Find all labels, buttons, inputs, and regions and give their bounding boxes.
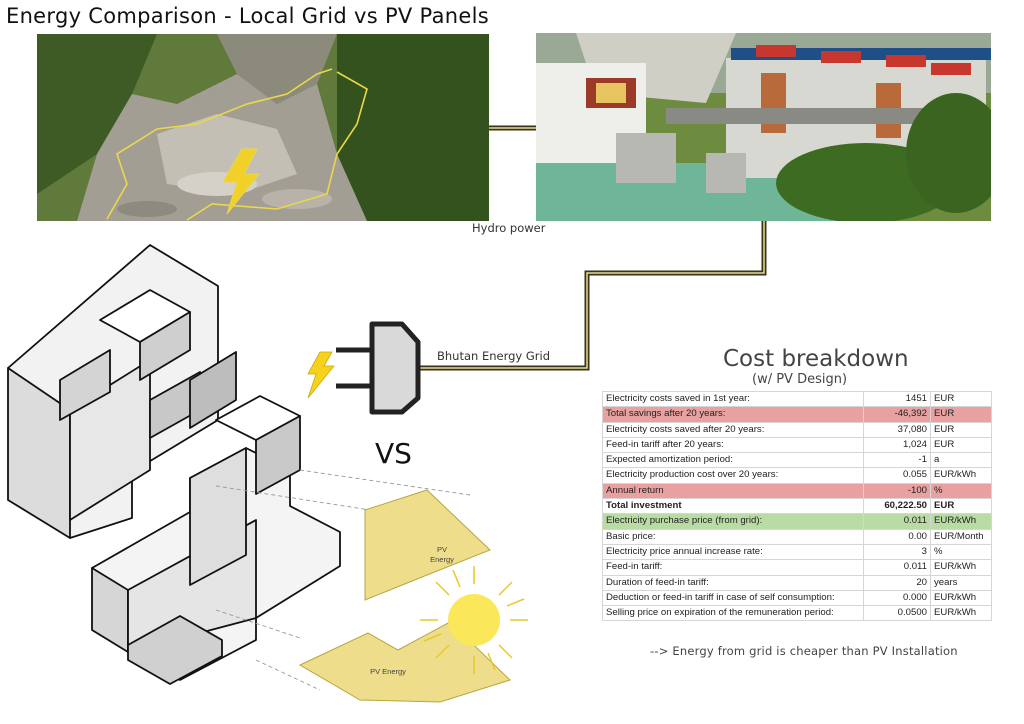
grid-caption: Bhutan Energy Grid [437, 349, 551, 363]
hydro-caption: Hydro power [472, 221, 546, 235]
cost-row: Deduction or feed-in tariff in case of s… [602, 589, 992, 607]
dam-photo [536, 33, 991, 221]
cost-row-value: 3 [863, 543, 931, 561]
cost-row: Annual return-100% [602, 482, 992, 500]
cost-row-value: 37,080 [863, 421, 931, 438]
pv-label-lower: PV Energy [370, 667, 406, 676]
cost-row-unit: EUR/kWh [930, 589, 992, 607]
pv-panel-lower [298, 621, 511, 703]
cost-row-label: Duration of feed-in tariff: [602, 574, 864, 591]
cost-row-value: 1,024 [863, 436, 931, 454]
pv-panel-upper [364, 489, 491, 601]
cost-row-label: Electricity production cost over 20 year… [602, 467, 864, 484]
cost-row: Electricity price annual increase rate:3… [602, 543, 992, 561]
cost-row-label: Total investment [602, 498, 864, 515]
cost-row-unit: EUR [930, 390, 992, 408]
cost-row-label: Feed-in tariff after 20 years: [602, 436, 864, 454]
cost-row: Electricity production cost over 20 year… [602, 467, 992, 484]
pv-label-upper-line2: Energy [430, 555, 454, 564]
building-upper [7, 244, 237, 539]
conclusion-text: --> Energy from grid is cheaper than PV … [650, 644, 958, 658]
cost-row-value: -1 [863, 452, 931, 469]
cost-row-label: Feed-in tariff: [602, 559, 864, 576]
cost-row-unit: EUR/Month [930, 528, 992, 545]
cost-row: Electricity costs saved after 20 years:3… [602, 421, 992, 438]
lightning-icon [222, 148, 261, 215]
cost-row-label: Basic price: [602, 528, 864, 545]
cost-row-unit: EUR/kWh [930, 467, 992, 484]
cost-row-value: 20 [863, 574, 931, 591]
cost-row: Selling price on expiration of the remun… [602, 605, 992, 622]
cost-row-label: Annual return [602, 482, 864, 500]
cost-row-label: Electricity costs saved in 1st year: [602, 390, 864, 408]
cost-row-value: -46,392 [863, 406, 931, 423]
cost-row-unit: EUR [930, 436, 992, 454]
cost-row-value: 0.00 [863, 528, 931, 545]
cost-row-unit: a [930, 452, 992, 469]
cost-row-label: Selling price on expiration of the remun… [602, 605, 864, 622]
cost-row-value: 60,222.50 [863, 498, 931, 515]
cost-row-unit: EUR [930, 498, 992, 515]
cost-row-label: Expected amortization period: [602, 452, 864, 469]
cost-row-label: Electricity costs saved after 20 years: [602, 421, 864, 438]
cost-row-unit: EUR [930, 421, 992, 438]
pv-label-upper-line1: PV [437, 545, 447, 554]
cost-row: Electricity costs saved in 1st year:1451… [602, 390, 992, 408]
river-photo [37, 34, 489, 221]
lightning-icon [307, 351, 335, 399]
cost-row-value: 0.011 [863, 513, 931, 530]
cost-row-unit: years [930, 574, 992, 591]
cost-row-label: Total savings after 20 years: [602, 406, 864, 423]
plug-icon [336, 321, 421, 415]
cost-row-value: 0.0500 [863, 605, 931, 622]
cost-row-value: 0.011 [863, 559, 931, 576]
cost-row-unit: EUR/kWh [930, 605, 992, 622]
cost-row-unit: EUR/kWh [930, 513, 992, 530]
cost-row-label: Electricity purchase price (from grid): [602, 513, 864, 530]
cost-subtitle: (w/ PV Design) [752, 372, 848, 387]
cost-row: Electricity purchase price (from grid):0… [602, 513, 992, 530]
page-title: Energy Comparison - Local Grid vs PV Pan… [6, 4, 489, 28]
cost-title: Cost breakdown [723, 346, 909, 372]
cost-row-label: Deduction or feed-in tariff in case of s… [602, 589, 864, 607]
cost-row-value: -100 [863, 482, 931, 500]
cable-grid [418, 221, 767, 371]
cost-row-unit: % [930, 543, 992, 561]
cost-row-value: 0.055 [863, 467, 931, 484]
vs-label: VS [375, 437, 412, 470]
cost-row-value: 1451 [863, 390, 931, 408]
building-lower [91, 395, 341, 685]
cost-row-value: 0.000 [863, 589, 931, 607]
cost-row-unit: EUR/kWh [930, 559, 992, 576]
cost-row-unit: % [930, 482, 992, 500]
cost-row-label: Electricity price annual increase rate: [602, 543, 864, 561]
cost-row-unit: EUR [930, 406, 992, 423]
cost-table: Electricity costs saved in 1st year:1451… [602, 390, 992, 622]
sun-icon [420, 566, 528, 674]
